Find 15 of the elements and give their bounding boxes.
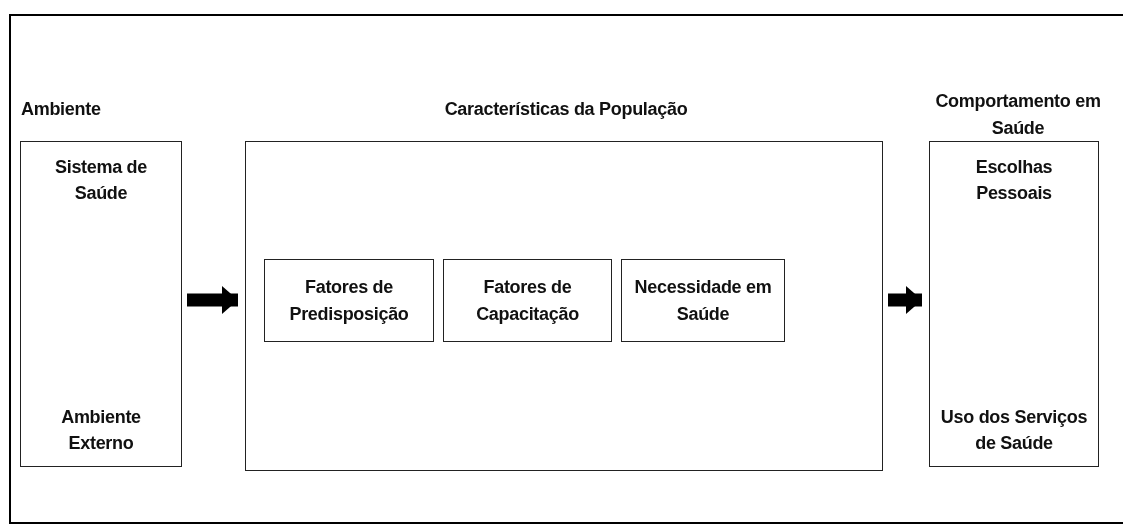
block-arrow: [888, 286, 922, 314]
box-text: Ambiente Externo: [60, 405, 142, 455]
box-text: Necessidade em Saúde: [633, 276, 773, 326]
column-heading: Comportamento em Saúde: [934, 90, 1102, 140]
box-text: Escolhas Pessoais: [974, 156, 1054, 206]
column-heading: Ambiente: [21, 98, 102, 121]
box-text: Uso dos Serviços de Saúde: [939, 405, 1089, 455]
process-box: [621, 259, 785, 342]
box-text: Sistema de Saúde: [53, 156, 148, 206]
process-box: [443, 259, 612, 342]
block-arrow: [187, 286, 238, 314]
column-heading: Características da População: [443, 98, 689, 121]
box-text: Fatores de Predisposição: [288, 276, 410, 326]
box-text: Fatores de Capacitação: [475, 276, 580, 326]
process-box: [264, 259, 434, 342]
